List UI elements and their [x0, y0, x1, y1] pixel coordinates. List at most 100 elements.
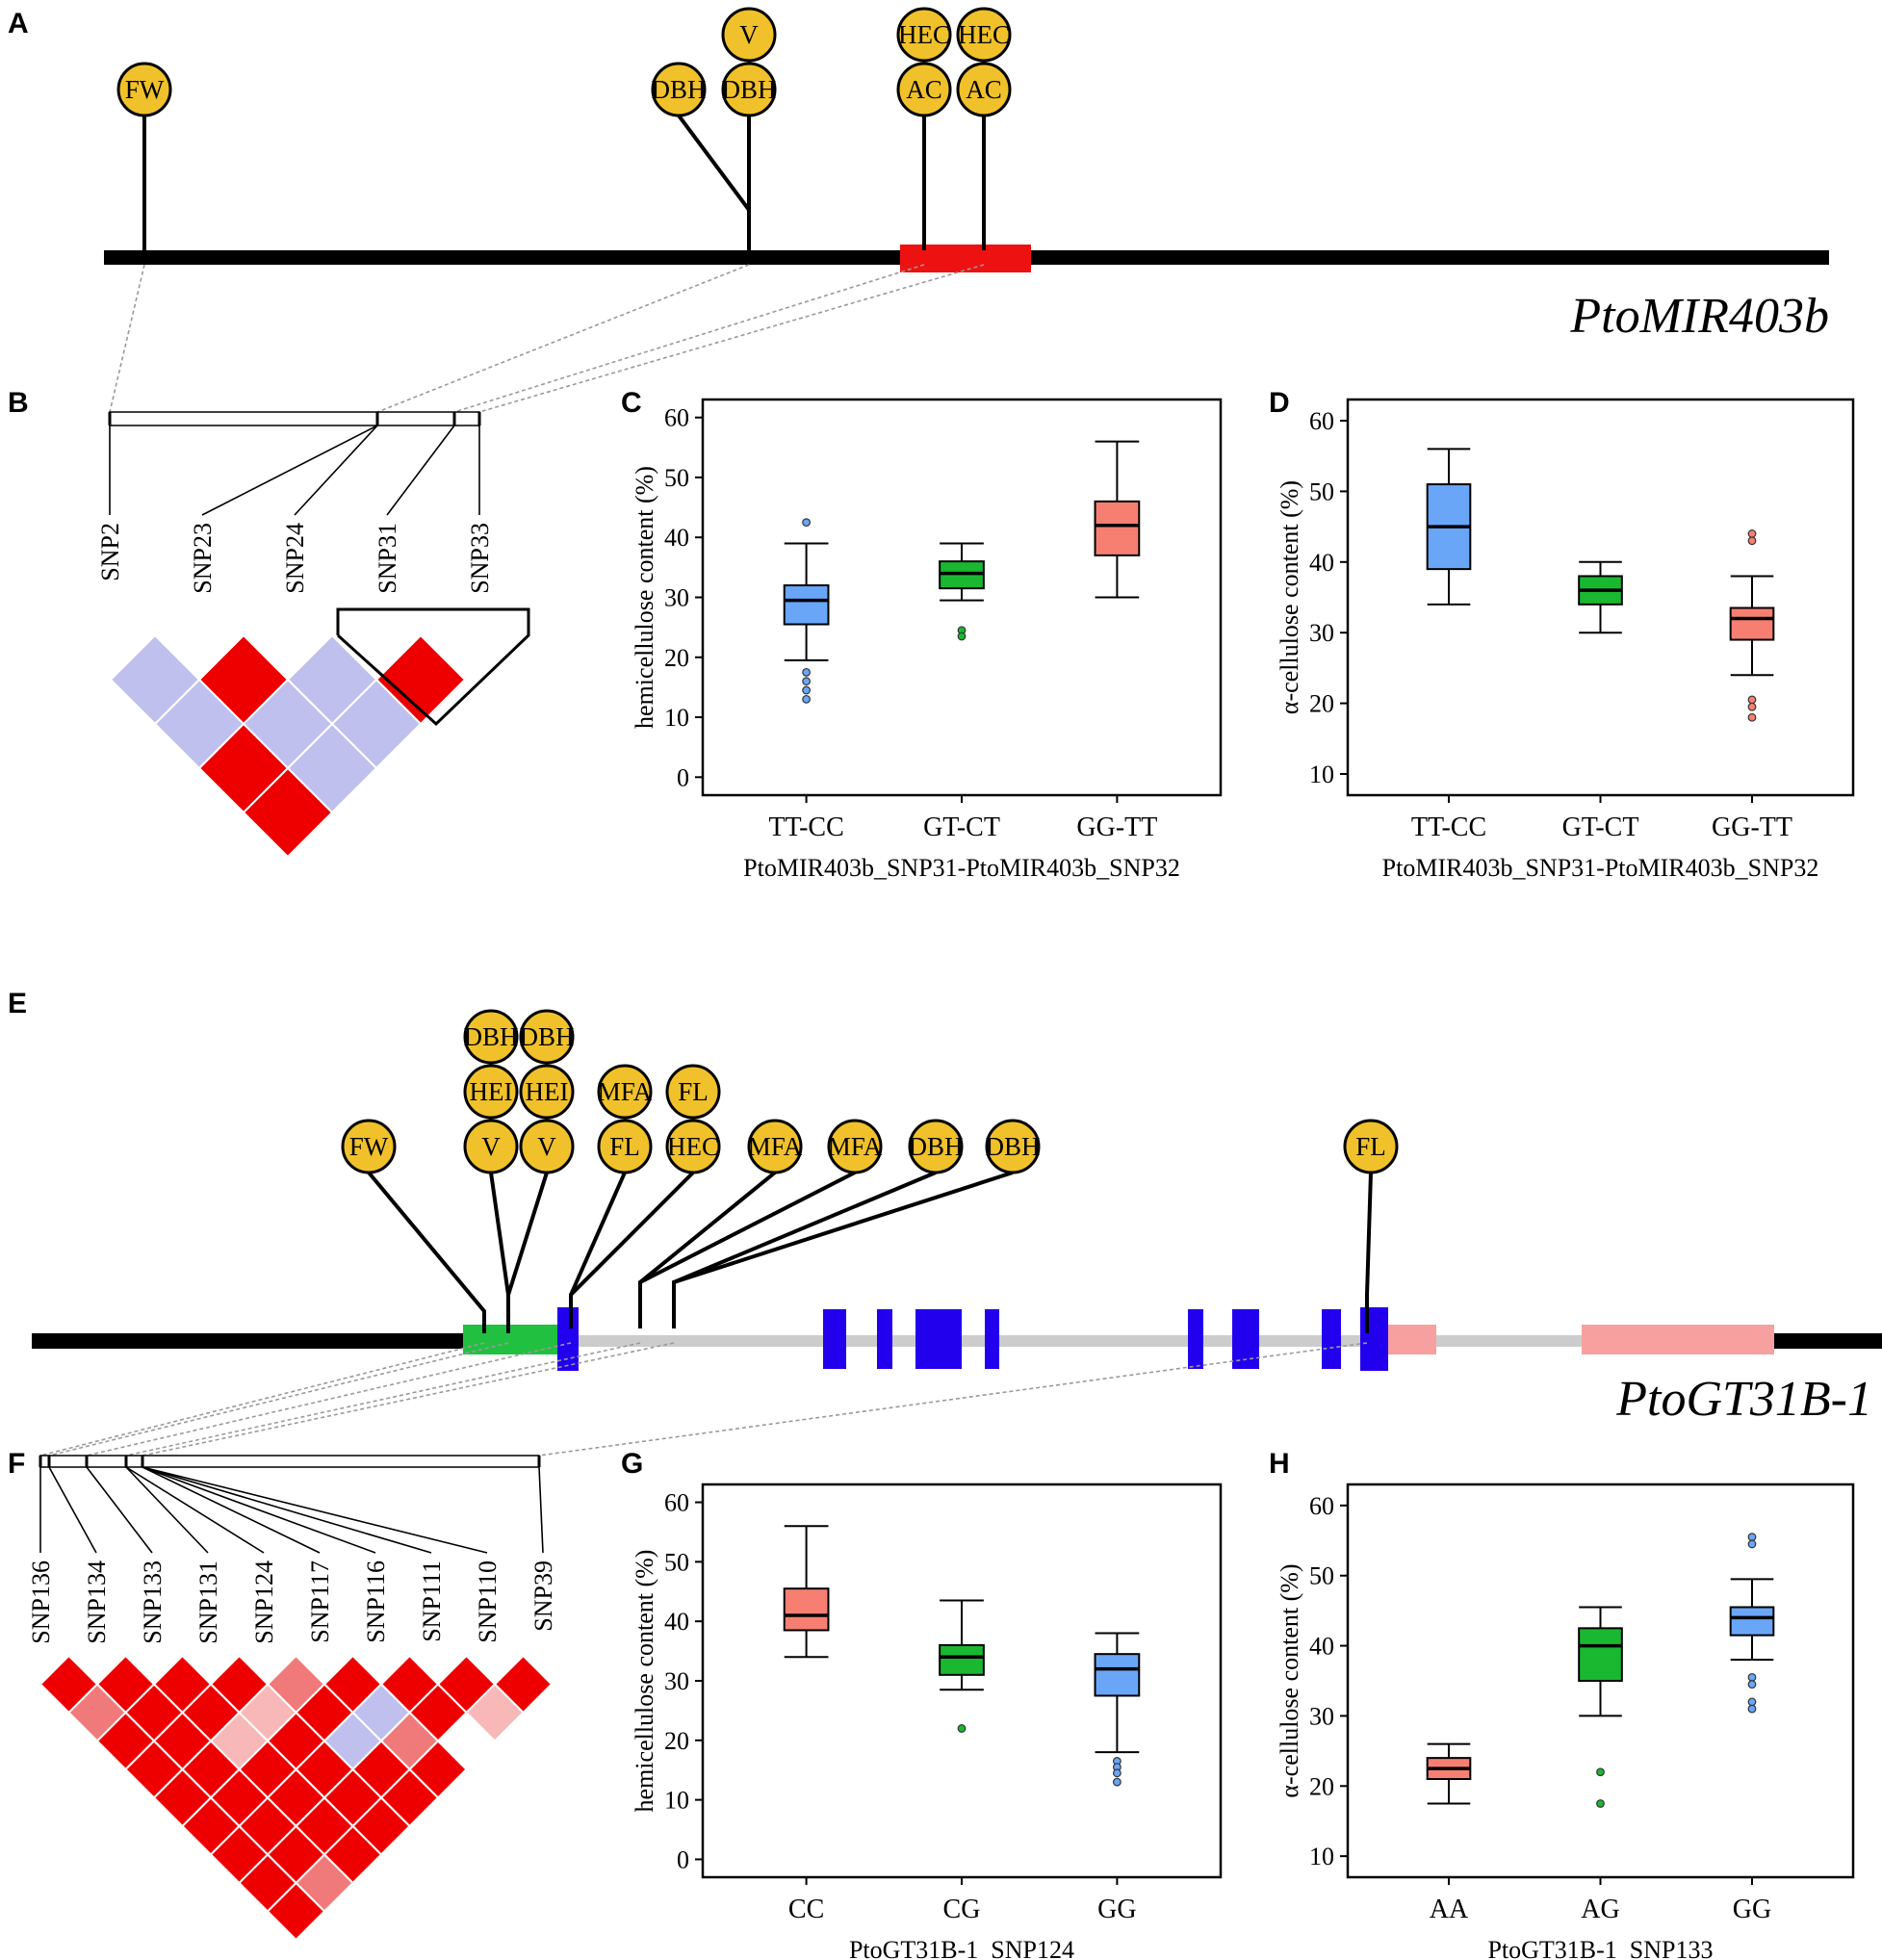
panel-label-b: B	[8, 387, 29, 419]
x-tick-label: GG-TT	[1076, 812, 1157, 842]
outlier-point	[1747, 1672, 1757, 1682]
y-tick-label: 10	[1309, 761, 1334, 788]
outlier-point	[1747, 1697, 1757, 1707]
lollipop-stem	[672, 1171, 1014, 1328]
panel-label-f: F	[8, 1448, 25, 1480]
trait-circle	[116, 62, 172, 117]
outlier-point	[957, 1724, 967, 1733]
x-tick-label: GG-TT	[1712, 812, 1792, 842]
lollipop-stem	[569, 1171, 695, 1328]
y-tick-label: 30	[664, 584, 689, 612]
trait-circle	[956, 62, 1012, 117]
outlier-point	[1596, 1799, 1605, 1808]
trait-circle	[827, 1119, 883, 1174]
y-tick-label: 60	[1309, 1492, 1334, 1520]
y-tick-label: 30	[664, 1667, 689, 1695]
snp-label: SNP31	[374, 523, 401, 594]
lollipop-stem	[367, 1171, 486, 1333]
trait-circle	[985, 1119, 1041, 1174]
trait-label: HEC	[898, 20, 950, 49]
trait-circle	[597, 1119, 653, 1174]
trait-circle	[463, 1009, 519, 1065]
upstream-line	[32, 1333, 465, 1349]
outlier-point	[802, 677, 811, 686]
lollipop-stem	[506, 1172, 549, 1333]
x-tick-label: GG	[1733, 1895, 1771, 1924]
trait-label: HEC	[958, 20, 1010, 49]
x-tick-label: TT-CC	[1411, 812, 1486, 842]
trait-circle	[665, 1064, 721, 1120]
trait-label: FL	[678, 1077, 709, 1106]
trait-label: MFA	[748, 1132, 803, 1161]
outlier-point	[1112, 1768, 1121, 1778]
snp-track-b	[109, 411, 480, 426]
snp-label: SNP133	[139, 1560, 167, 1644]
y-tick-label: 50	[664, 464, 689, 492]
x-tick-label: CG	[943, 1895, 981, 1924]
outlier-point	[802, 694, 811, 704]
snp-label: SNP33	[466, 523, 494, 594]
y-tick-label: 10	[664, 704, 689, 732]
gene-name-bottom: PtoGT31B-1	[1615, 1372, 1872, 1427]
outlier-point	[1747, 1533, 1757, 1542]
snp-leader	[125, 1466, 265, 1554]
outlier-point	[1747, 695, 1757, 705]
connectors-e-f	[39, 1342, 1368, 1457]
snp-leader	[142, 1466, 321, 1554]
x-tick-label: AG	[1581, 1895, 1619, 1924]
y-tick-label: 10	[664, 1787, 689, 1815]
snp-leader	[125, 1466, 209, 1554]
trait-label: MFA	[598, 1077, 653, 1106]
exon-4	[915, 1309, 962, 1369]
trait-circle	[463, 1064, 519, 1120]
connectors-a-b	[109, 264, 985, 413]
gene-structure-top	[104, 245, 1829, 272]
trait-circle	[597, 1064, 653, 1120]
panel-label-a: A	[8, 8, 29, 39]
y-tick-label: 30	[1309, 619, 1334, 647]
outlier-point	[1596, 1767, 1605, 1777]
box-iqr	[783, 584, 830, 626]
trait-label: AC	[966, 75, 1002, 104]
snp-track-f	[39, 1455, 540, 1468]
trait-label: FW	[125, 75, 165, 104]
y-tick-label: 40	[664, 524, 689, 552]
trait-label: HEI	[526, 1077, 569, 1106]
lollipop-stem	[489, 1172, 510, 1333]
y-tick-label: 30	[1309, 1702, 1334, 1730]
y-tick-label: 20	[664, 1727, 689, 1755]
snp-leader	[48, 1466, 97, 1554]
x-axis-label: PtoMIR403b_SNP31-PtoMIR403b_SNP32	[1382, 854, 1819, 882]
y-tick-label: 50	[1309, 477, 1334, 505]
snp-track-bar-f	[39, 1455, 540, 1468]
x-axis-label: PtoGT31B-1_SNP133	[1487, 1936, 1713, 1960]
trait-label: AC	[906, 75, 942, 104]
y-tick-label: 20	[1309, 1772, 1334, 1800]
trait-label: DBH	[908, 1132, 963, 1161]
snp-leader	[201, 425, 378, 516]
box-iqr	[1729, 1606, 1775, 1637]
trait-label: FL	[1355, 1132, 1386, 1161]
snp-label: SNP131	[194, 1560, 222, 1644]
snp-leader	[142, 1466, 488, 1554]
trait-circle	[651, 62, 707, 117]
trait-label: HEI	[470, 1077, 513, 1106]
y-tick-label: 60	[1309, 407, 1334, 435]
mir-precursor-region	[900, 245, 1031, 272]
y-axis-label: α-cellulose content (%)	[1276, 480, 1303, 714]
snp-leader	[538, 1466, 544, 1554]
trait-circle	[908, 1119, 964, 1174]
y-tick-label: 60	[664, 404, 689, 432]
box-iqr	[1729, 606, 1775, 641]
y-tick-label: 10	[1309, 1843, 1334, 1870]
snp-leader	[386, 425, 455, 516]
snp-label: SNP136	[27, 1560, 55, 1644]
trait-label: DBH	[985, 1132, 1040, 1161]
box-iqr	[1094, 1653, 1141, 1697]
outlier-point	[957, 632, 967, 641]
